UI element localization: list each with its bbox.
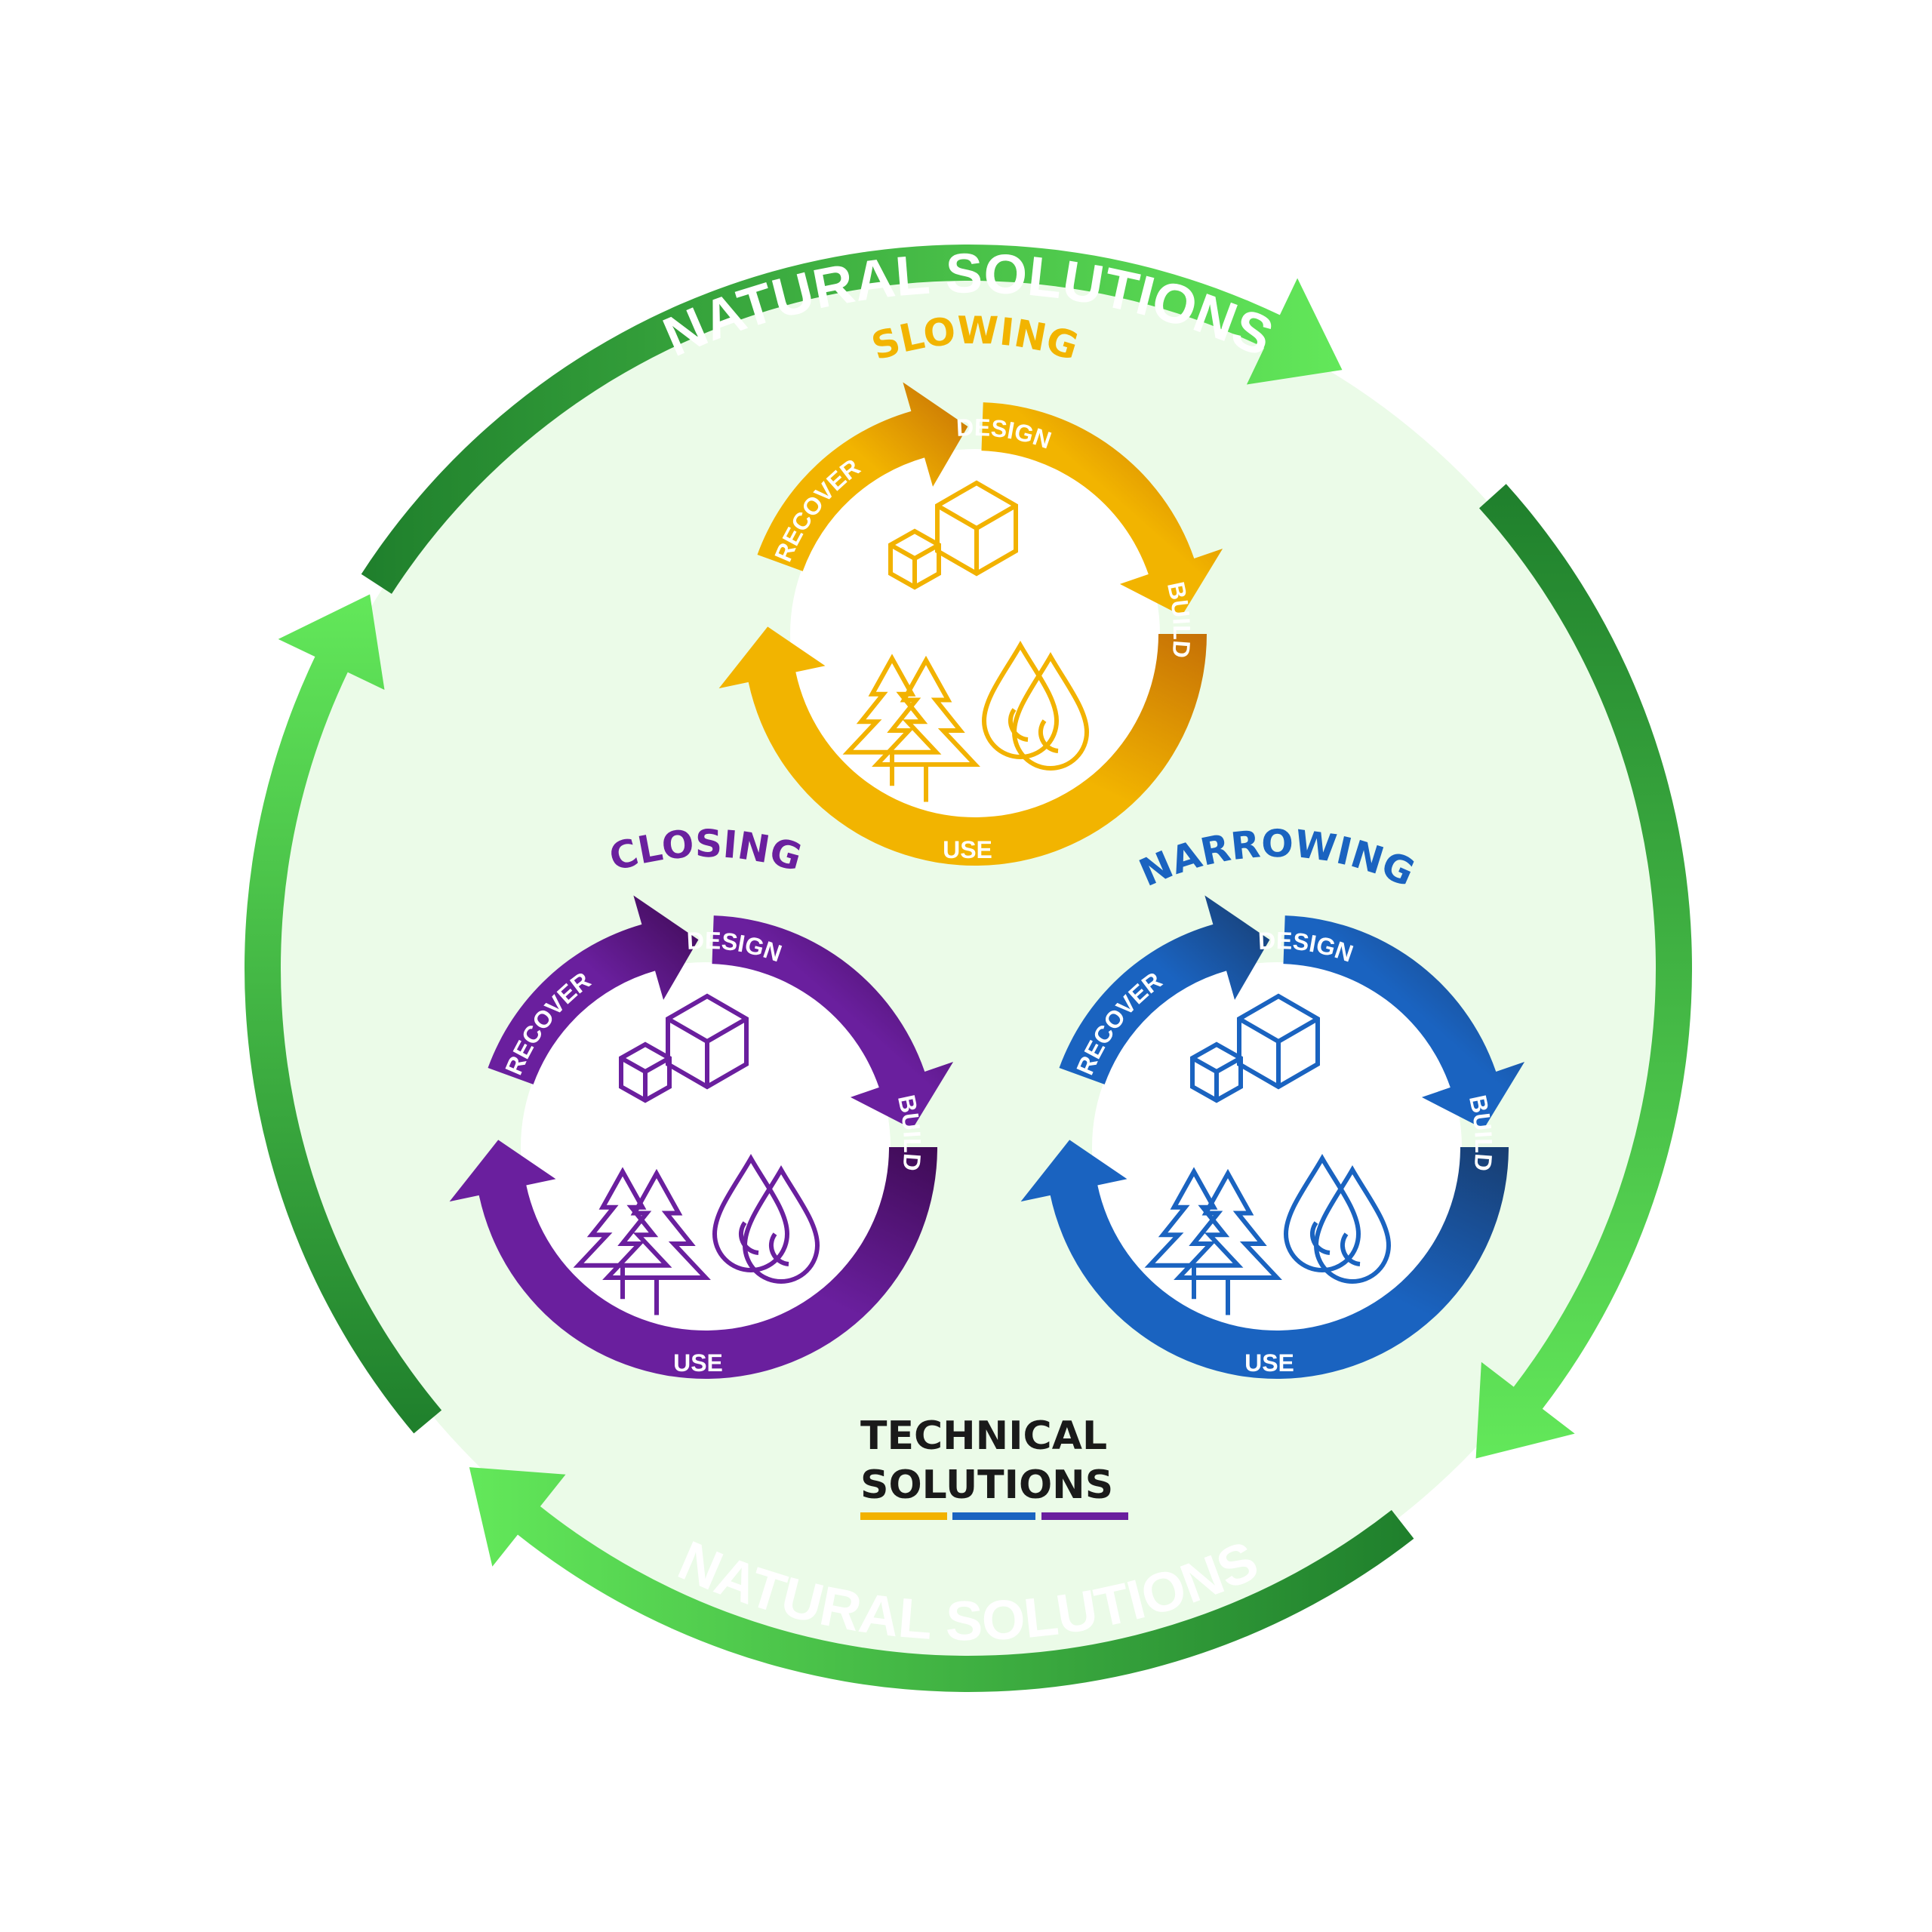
- cycle-arrow-segment: [1283, 915, 1525, 1130]
- cubes-icon: [1190, 993, 1320, 1103]
- outer-arrow-left: [245, 594, 442, 1434]
- underline-closing: [1041, 1512, 1128, 1520]
- cycle-arrow-segment: [1059, 895, 1270, 1084]
- trees-icon: [842, 654, 980, 802]
- stage-label-use: USE: [943, 836, 992, 863]
- cycle-center: [1092, 962, 1462, 1332]
- cycle-arrow-segment: [449, 1140, 937, 1379]
- cubes-icon: [888, 480, 1018, 590]
- cycle-arrow-segment: [712, 915, 954, 1130]
- drops-icon: [1283, 1153, 1392, 1284]
- stage-label-use: USE: [1244, 1349, 1294, 1377]
- technical-solutions-legend: TECHNICAL SOLUTIONS: [860, 1414, 1128, 1520]
- trees-icon: [573, 1167, 711, 1315]
- underline-narrowing: [952, 1512, 1035, 1520]
- cycle-arrow-segment: [981, 402, 1223, 617]
- cycle-arrow-segment: [718, 626, 1207, 866]
- outer-arrow-bottom: [469, 1467, 1414, 1692]
- stage-label-use: USE: [673, 1349, 723, 1377]
- technical-solutions-line1: TECHNICAL: [860, 1414, 1107, 1459]
- underline-slowing: [860, 1512, 947, 1520]
- cycle-center: [790, 449, 1160, 819]
- drops-icon: [712, 1153, 820, 1284]
- drops-icon: [981, 640, 1090, 771]
- cycle-arrow-segment: [488, 895, 699, 1084]
- technical-solutions-line2: SOLUTIONS: [860, 1463, 1113, 1508]
- cycle-arrow-segment: [1020, 1140, 1509, 1379]
- cycle-center: [521, 962, 891, 1332]
- cubes-icon: [619, 993, 749, 1103]
- trees-icon: [1144, 1167, 1282, 1315]
- cycle-arrow-segment: [757, 382, 968, 571]
- outer-arrow-right: [1475, 484, 1692, 1459]
- natural-solutions-cycle: [245, 244, 1692, 1692]
